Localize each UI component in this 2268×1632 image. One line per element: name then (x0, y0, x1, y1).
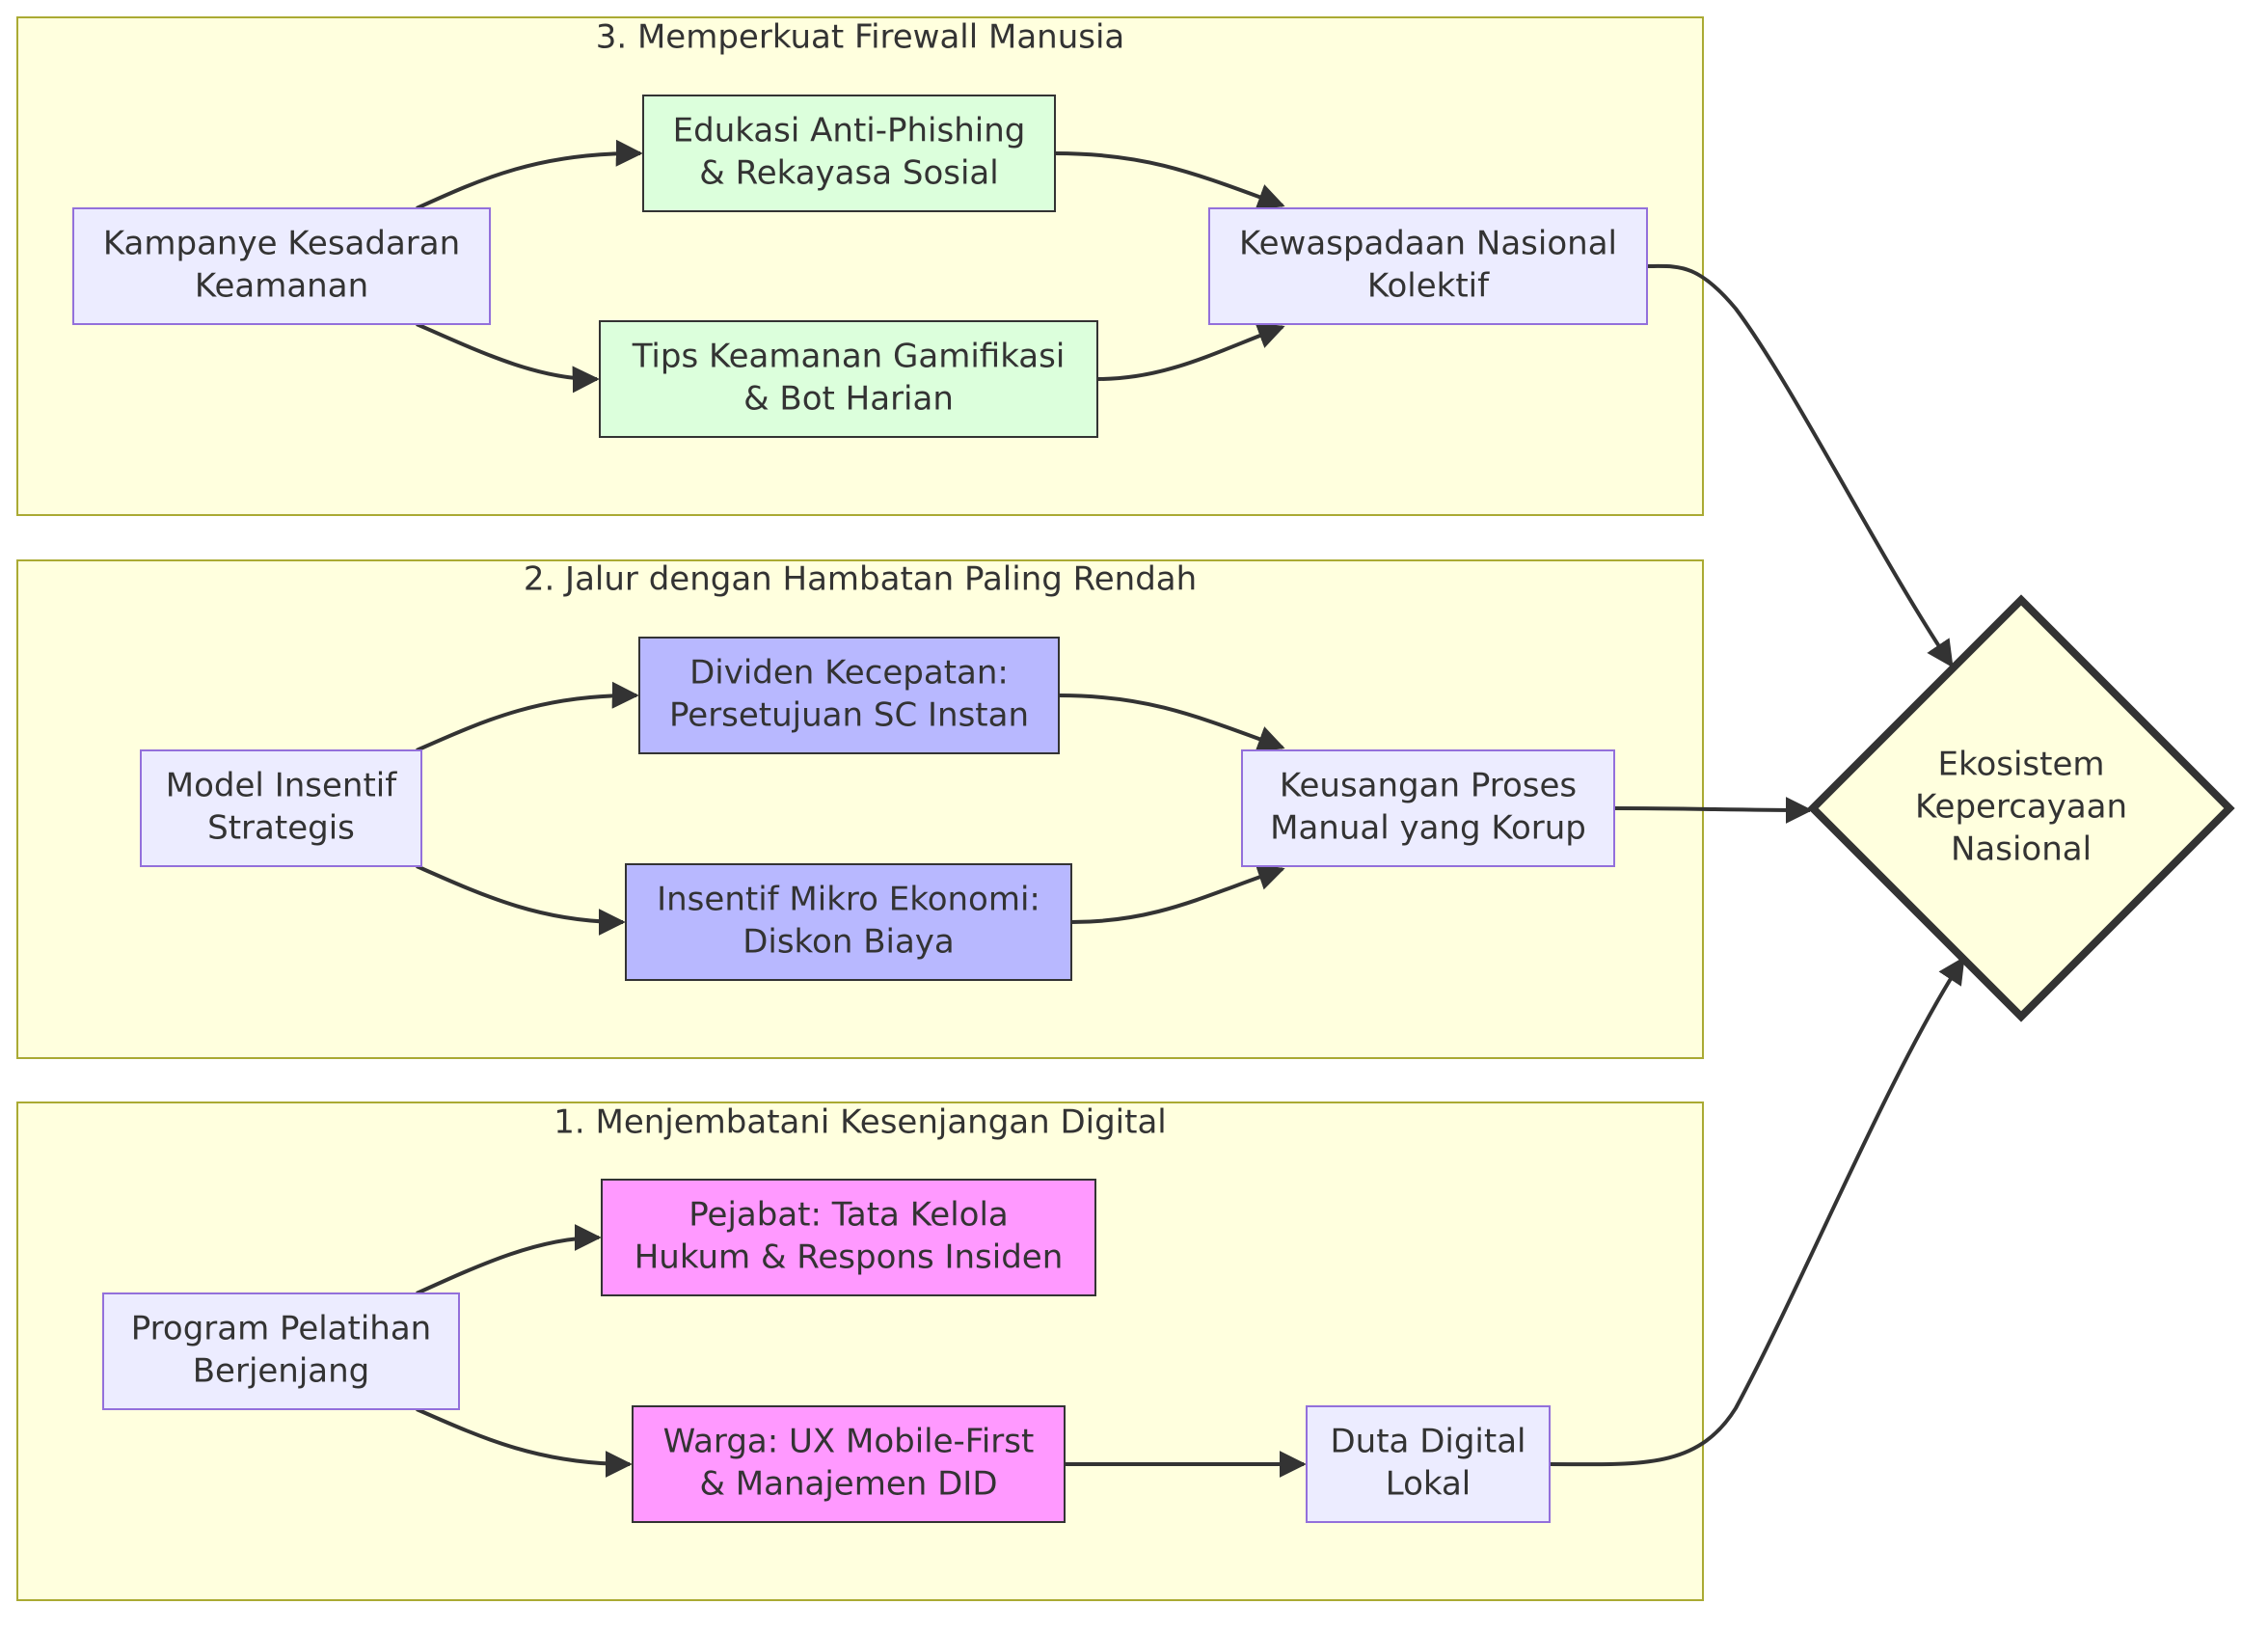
cluster-title: 1. Menjembatani Kesenjangan Digital (554, 1103, 1167, 1142)
node-label-line: Lokal (1386, 1465, 1472, 1504)
node-label-line: & Manajemen DID (699, 1465, 997, 1504)
node-label-line: Manual yang Korup (1270, 809, 1586, 848)
node-label-line: & Rekayasa Sosial (699, 154, 998, 193)
edge-incentive-model-to-micro-incentive (416, 864, 626, 936)
node-label-line: Berjenjang (193, 1352, 370, 1391)
node-label-line: Duta Digital (1331, 1423, 1526, 1461)
edge-awareness-campaign-to-anti-phishing (416, 139, 643, 210)
edge-tiered-training-to-citizens (416, 1407, 633, 1478)
node-label-line: Edukasi Anti-Phishing (673, 112, 1026, 150)
node-label-line: Kepercayaan (1915, 788, 2127, 827)
node-gamified-tips[interactable]: Tips Keamanan Gamifikasi & Bot Harian (599, 320, 1098, 438)
edge-tiered-training-to-officials (416, 1224, 602, 1295)
node-label-line: Hukum & Respons Insiden (634, 1238, 1064, 1277)
node-label-line: Dividen Kecepatan: (689, 654, 1009, 693)
node-label-line: Kewaspadaan Nasional (1239, 225, 1617, 263)
edge-digital-ambassadors-to-trust-ecosystem (1549, 956, 1965, 1467)
node-micro-incentive[interactable]: Insentif Mikro Ekonomi: Diskon Biaya (625, 863, 1072, 981)
edge-manual-obsolescence-to-trust-ecosystem (1613, 796, 1813, 824)
node-anti-phishing[interactable]: Edukasi Anti-Phishing & Rekayasa Sosial (642, 95, 1056, 212)
edge-anti-phishing-to-collective-vigilance (1054, 151, 1285, 210)
node-label-line: Ekosistem (1937, 746, 2104, 784)
edge-speed-dividend-to-manual-obsolescence (1058, 694, 1285, 752)
node-label-line: Warga: UX Mobile-First (663, 1423, 1035, 1461)
node-label-line: Tips Keamanan Gamifikasi (632, 338, 1066, 376)
cluster-title: 3. Memperkuat Firewall Manusia (596, 18, 1125, 57)
node-label-line: Kampanye Kesadaran (103, 225, 460, 263)
node-label-line: Strategis (207, 809, 355, 848)
node-label-line: Program Pelatihan (131, 1310, 431, 1348)
node-label-line: Kolektif (1367, 267, 1490, 306)
node-label-line: Pejabat: Tata Kelola (688, 1196, 1009, 1235)
cluster-title: 2. Jalur dengan Hambatan Paling Rendah (524, 560, 1197, 599)
edge-gamified-tips-to-collective-vigilance (1096, 322, 1285, 381)
node-label-line: Persetujuan SC Instan (669, 696, 1029, 735)
node-speed-dividend[interactable]: Dividen Kecepatan:Persetujuan SC Instan (638, 637, 1060, 754)
edge-incentive-model-to-speed-dividend (416, 681, 639, 752)
edge-awareness-campaign-to-gamified-tips (416, 322, 600, 394)
node-label-line: Nasional (1951, 830, 2092, 869)
node-label-line: Keamanan (195, 267, 368, 306)
edge-collective-vigilance-to-trust-ecosystem (1646, 263, 1954, 668)
node-label-line: Model Insentif (166, 767, 397, 805)
node-label-line: & Bot Harian (743, 380, 954, 419)
node-label-line: Insentif Mikro Ekonomi: (657, 881, 1040, 919)
edge-micro-incentive-to-manual-obsolescence (1070, 863, 1285, 924)
node-citizens[interactable]: Warga: UX Mobile-First & Manajemen DID (632, 1405, 1066, 1523)
node-label-line: Keusangan Proses (1280, 767, 1577, 805)
node-label-line: Diskon Biaya (742, 923, 955, 962)
